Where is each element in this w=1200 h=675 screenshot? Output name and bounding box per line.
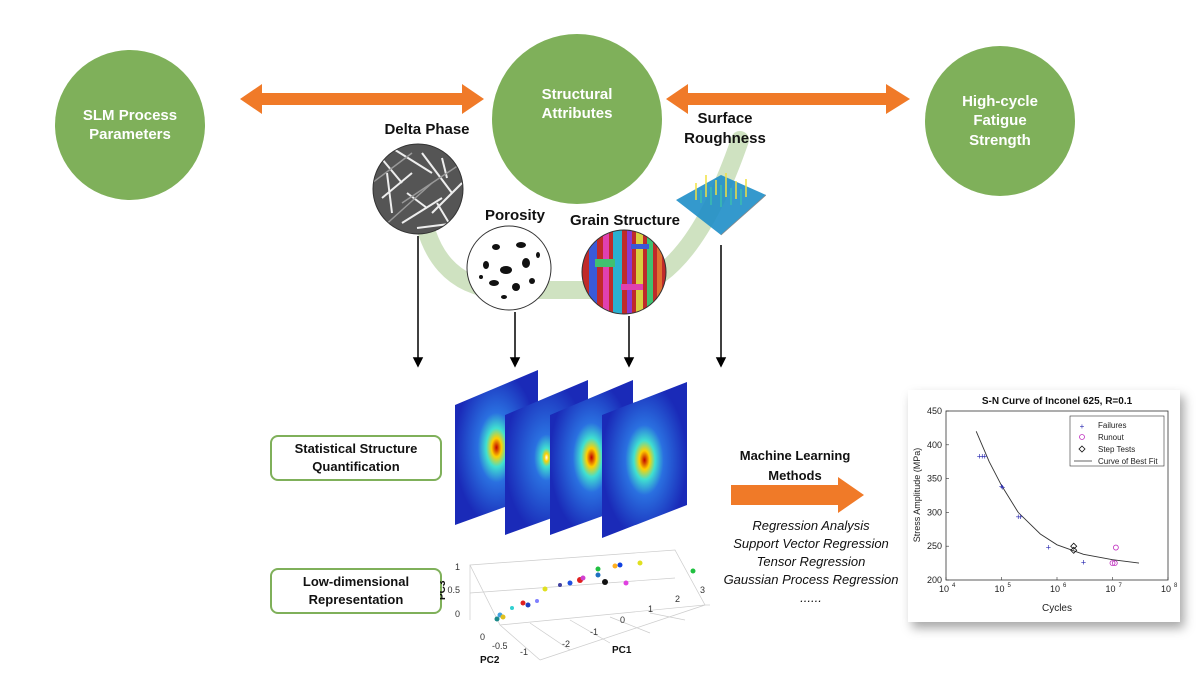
grain-structure-label: Grain Structure (569, 212, 681, 229)
y-tick-label: 300 (927, 507, 942, 517)
sn-xlabel: Cycles (1042, 603, 1072, 614)
method-gpr: Gaussian Process Regression (723, 572, 899, 587)
x-tick-label: 10 (939, 584, 949, 594)
svg-text:+: + (1080, 422, 1085, 431)
delta-phase-label: Delta Phase (384, 121, 470, 138)
x-tick-label: 10 (1105, 584, 1115, 594)
failure-point: + (977, 451, 982, 461)
pc2-tick-m05: -0.5 (492, 641, 508, 651)
slm-process-circle: SLM Process Parameters (55, 50, 205, 200)
porosity-image (466, 225, 552, 311)
x-tick-exponent: 8 (1174, 583, 1178, 589)
double-arrow-right (666, 84, 910, 114)
slm-process-label: SLM Process Parameters (82, 106, 178, 144)
porosity-label: Porosity (484, 207, 545, 224)
legend-step-tests: Step Tests (1098, 445, 1135, 454)
failure-point: + (980, 451, 985, 461)
best-fit-curve (975, 431, 1140, 564)
pc1-tick-m2: -2 (562, 639, 570, 649)
failure-point: + (1081, 557, 1086, 567)
pc2-label: PC2 (480, 655, 500, 666)
runout-point (1109, 560, 1116, 567)
heatmap-stack (455, 370, 687, 538)
statistical-quantification-box: Statistical Structure Quantification (270, 435, 442, 481)
y-tick-label: 450 (927, 406, 942, 416)
fatigue-strength-label: High-cycle Fatigue Strength (962, 92, 1038, 149)
sn-legend: + Failures Runout Step Tests Curve of Be… (1069, 415, 1165, 467)
grain-structure-image (581, 229, 667, 315)
y-tick-label: 250 (927, 541, 942, 551)
low-dimensional-box: Low-dimensional Representation (270, 568, 442, 614)
x-tick-exponent: 5 (1008, 583, 1012, 589)
surface-roughness-image (676, 173, 766, 236)
pc3-tick-1: 1 (455, 562, 460, 572)
step-test-point (1070, 546, 1078, 554)
sn-ylabel: Stress Amplitude (MPa) (912, 448, 922, 543)
ml-arrow (731, 477, 864, 513)
method-svr: Support Vector Regression (733, 536, 889, 551)
pc1-label: PC1 (612, 645, 632, 656)
delta-phase-image (372, 143, 464, 235)
structural-attributes-label: Structural Attributes (541, 85, 613, 123)
x-tick-label: 10 (994, 584, 1004, 594)
runout-point (1112, 544, 1119, 551)
pc3-tick-0: 0 (455, 609, 460, 619)
y-tick-label: 350 (927, 474, 942, 484)
pc3-tick-05: 0.5 (447, 585, 460, 595)
x-tick-label: 10 (1050, 584, 1060, 594)
x-tick-label: 10 (1161, 584, 1171, 594)
failure-point: + (982, 451, 987, 461)
sn-chart: S-N Curve of Inconel 625, R=0.1 200 250 30… (912, 396, 1178, 614)
failure-point: + (1046, 543, 1051, 553)
y-tick-label: 400 (927, 440, 942, 450)
pc1-tick-m1: -1 (590, 627, 598, 637)
pca-scatter: 1 0.5 0 0 -0.5 -1 -2 -1 0 1 2 3 PC3 PC2 … (440, 549, 710, 666)
x-tick-exponent: 7 (1119, 583, 1123, 589)
pc2-tick-0: 0 (480, 632, 485, 642)
pc1-tick-3: 3 (700, 585, 705, 595)
failure-point: + (1016, 512, 1021, 522)
structural-attributes-circle: Structural Attributes (492, 34, 662, 204)
x-tick-exponent: 6 (1063, 583, 1067, 589)
heatmap-4 (602, 382, 687, 538)
method-regression-analysis: Regression Analysis (752, 518, 870, 533)
step-test-point (1070, 542, 1078, 550)
legend-runout: Runout (1098, 433, 1125, 442)
failure-point: + (1018, 512, 1023, 522)
sn-chart-title: S-N Curve of Inconel 625, R=0.1 (982, 396, 1133, 407)
failure-point: + (1000, 482, 1005, 492)
failure-point: + (999, 482, 1004, 492)
pc1-tick-1: 1 (648, 604, 653, 614)
pc1-tick-0: 0 (620, 615, 625, 625)
x-tick-exponent: 4 (952, 583, 956, 589)
pc2-tick-m1: -1 (520, 647, 528, 657)
method-ellipsis: ...... (800, 590, 822, 605)
legend-failures: Failures (1098, 421, 1126, 430)
pc1-tick-2: 2 (675, 594, 680, 604)
pc3-label: PC3 (440, 580, 448, 600)
legend-best-fit: Curve of Best Fit (1098, 457, 1158, 466)
double-arrow-left (240, 84, 484, 114)
y-tick-label: 200 (927, 575, 942, 585)
method-tensor-regression: Tensor Regression (756, 554, 866, 569)
runout-point (1111, 560, 1118, 567)
ml-methods-title: Machine Learning Methods (739, 448, 851, 483)
surface-roughness-label: Surface Roughness (684, 110, 766, 147)
fatigue-strength-circle: High-cycle Fatigue Strength (925, 46, 1075, 196)
